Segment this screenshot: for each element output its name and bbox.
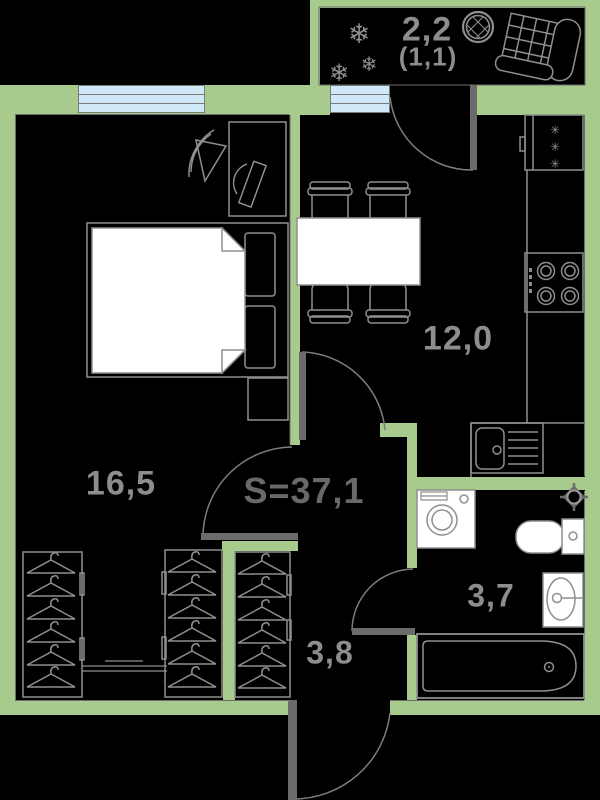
wall-kitchen-bath	[417, 477, 585, 490]
wall-bottom-left	[0, 700, 288, 715]
kitchen-area-label: 12,0	[422, 319, 494, 358]
wall-right	[585, 85, 600, 715]
wardrobe-middle	[161, 549, 223, 698]
window-pane	[78, 103, 205, 113]
balcony-door-leaf	[470, 85, 477, 170]
bathroom-door-arc	[351, 568, 414, 632]
pillow	[244, 232, 276, 297]
bedroom-window	[78, 85, 205, 113]
wall-left	[0, 85, 15, 715]
door-arcs	[202, 96, 474, 800]
toilet	[515, 518, 585, 555]
hallway-area-label: 3,8	[306, 634, 354, 671]
vent-riser-icon	[560, 483, 588, 511]
svg-text:✳: ✳	[550, 157, 560, 171]
bedroom-door-arc	[202, 446, 293, 537]
balcony-door-arc	[389, 96, 474, 171]
total-area-label: S=37,1	[243, 470, 365, 511]
frost-icon: ✳ ✳ ✳	[550, 123, 560, 171]
wall-closet-left	[223, 551, 235, 701]
bathroom-area-label: 3,7	[467, 577, 515, 614]
chair	[307, 282, 353, 324]
wall-balcony-top	[310, 0, 600, 8]
svg-text:❄: ❄	[329, 59, 349, 87]
bathtub	[416, 633, 585, 699]
chair	[365, 282, 411, 324]
svg-text:✳: ✳	[550, 123, 560, 137]
window-pane	[330, 103, 390, 113]
svg-text:❄: ❄	[348, 19, 371, 50]
wall-bedroom-kitchen	[290, 115, 300, 445]
nightstand	[247, 377, 289, 421]
kitchen-door-arc	[301, 351, 386, 431]
wall-bath-left-bottom	[407, 635, 417, 701]
balcony-area-label: 2,2	[401, 10, 453, 49]
stove	[524, 252, 584, 313]
wall-hall-bedroom	[222, 541, 298, 551]
bathroom-sink	[542, 572, 584, 628]
dining-table-set	[296, 181, 421, 324]
wall-bath-left-top	[407, 430, 417, 568]
room-outlines	[15, 6, 586, 701]
pillow	[244, 305, 276, 369]
desk	[228, 121, 287, 217]
wall-top-right	[473, 85, 600, 115]
ceiling-fan-icon	[188, 129, 228, 184]
bedroom-door-leaf	[201, 533, 298, 540]
entrance-door-arc	[292, 712, 391, 800]
entrance-door-leaf	[288, 700, 297, 800]
fridge: ✳ ✳ ✳	[519, 114, 584, 171]
balcony-lounge-chair	[494, 12, 582, 82]
svg-text:❄: ❄	[361, 52, 378, 76]
balcony-reduced-area-label: (1,1)	[398, 41, 458, 72]
wardrobe-closet	[234, 551, 292, 698]
chair	[307, 181, 353, 223]
wardrobe-left	[22, 551, 85, 698]
balcony-snowflake-icon: ❄ ❄ ❄	[329, 19, 377, 87]
wall-bottom-right	[390, 700, 600, 715]
dresser	[82, 660, 167, 672]
kitchen-door-leaf	[299, 352, 306, 440]
washing-machine	[416, 489, 476, 549]
bed	[86, 222, 289, 378]
svg-text:✳: ✳	[550, 140, 560, 154]
wall-balcony-left	[310, 0, 320, 85]
dining-table	[296, 217, 421, 286]
kitchen-sink	[470, 422, 544, 474]
chair	[365, 181, 411, 223]
balcony-round-table	[461, 10, 495, 44]
bedroom-area-label: 16,5	[85, 464, 157, 503]
bathroom-door-leaf	[352, 628, 415, 635]
